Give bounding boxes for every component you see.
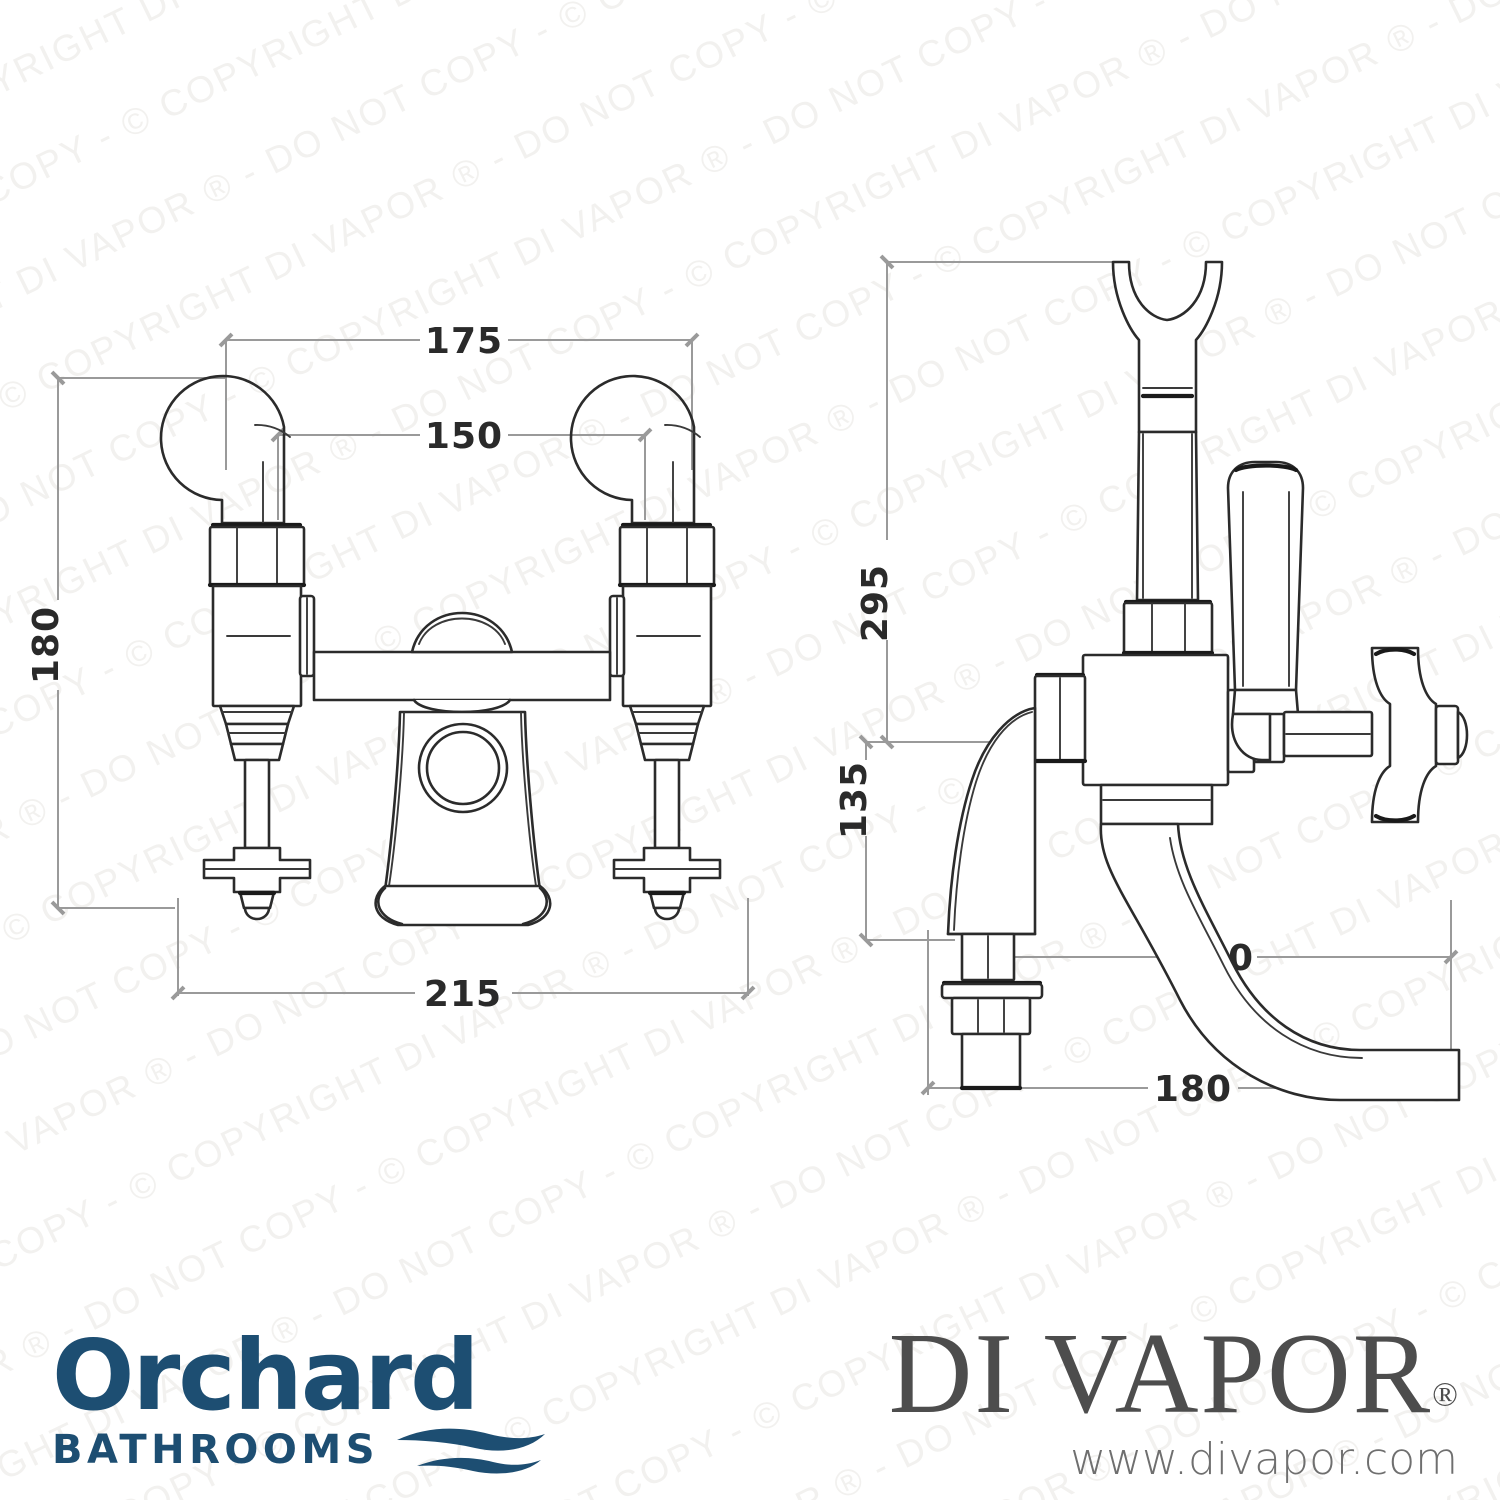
dimension-180-front: 180 (26, 370, 226, 916)
left-valve-assembly (159, 374, 316, 921)
dimension-295-label: 295 (855, 564, 896, 642)
orchard-sub-wordmark: BATHROOMS (52, 1427, 380, 1474)
handset-cradle (1111, 260, 1224, 434)
dimension-180-side-label: 180 (1154, 1069, 1232, 1110)
pillar-and-backnut (940, 706, 1044, 1091)
dimension-175: 175 (218, 321, 700, 470)
right-valve-assembly (569, 374, 722, 921)
dimension-135-label: 135 (834, 761, 875, 839)
orchard-wave-icon (397, 1428, 546, 1474)
registered-trademark-icon: ® (1432, 1376, 1458, 1414)
riser-stem (1135, 430, 1200, 602)
dimension-150: 150 (270, 416, 653, 520)
di-vapor-url[interactable]: www.divapor.com (1070, 1434, 1458, 1485)
spout-side (1099, 822, 1461, 1102)
side-view-group: 295 135 140 (834, 254, 1469, 1110)
cross-handle-side (1282, 646, 1469, 824)
dimension-150-label: 150 (425, 416, 503, 457)
di-vapor-wordmark: DI VAPOR (888, 1310, 1433, 1438)
front-view-group: 175 150 180 (26, 321, 756, 1015)
orchard-wordmark: Orchard (52, 1319, 480, 1432)
centre-body-front (312, 611, 612, 927)
orchard-bathrooms-logo: Orchard BATHROOMS (52, 1319, 553, 1476)
dimension-180-front-label: 180 (26, 606, 67, 684)
dimension-175-label: 175 (425, 321, 503, 362)
di-vapor-logo: DI VAPOR® www.divapor.com (889, 1316, 1458, 1482)
riser-hex-nut (1121, 599, 1215, 656)
diverter-lever-handle (1226, 460, 1305, 762)
dimension-215: 215 (170, 898, 756, 1015)
dimension-215-label: 215 (424, 974, 502, 1015)
